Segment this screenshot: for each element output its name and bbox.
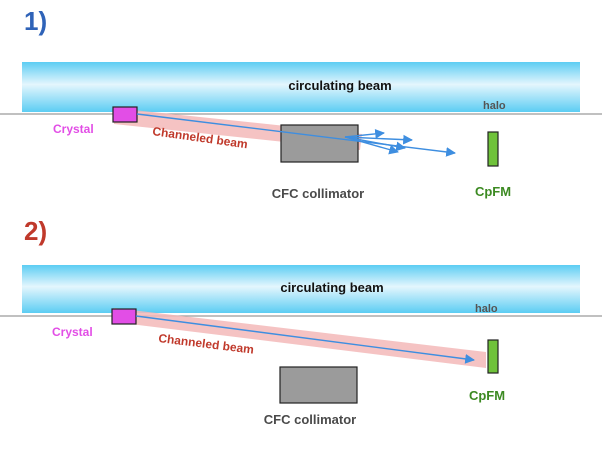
panel-1: 1) circulating beam halo Crystal Channel… (0, 6, 602, 201)
circulating-beam-band (22, 265, 580, 313)
cpfm-label: CpFM (475, 184, 511, 199)
cfc-collimator-label: CFC collimator (264, 412, 356, 427)
crystal-label: Crystal (53, 122, 94, 136)
halo-label: halo (483, 100, 506, 112)
panel-2: 2) circulating beam halo Crystal Channel… (0, 216, 602, 427)
circulating-beam-label: circulating beam (288, 78, 391, 93)
circulating-beam-label: circulating beam (280, 280, 383, 295)
deflected-trajectories (136, 113, 456, 157)
crystal-block (111, 308, 137, 325)
cfc-collimator-label: CFC collimator (272, 186, 364, 201)
scattered-arrow (344, 129, 385, 139)
cfc-collimator-block (279, 366, 358, 404)
scattered-arrow (344, 136, 399, 155)
crystal-label: Crystal (52, 325, 93, 339)
cpfm-detector (487, 131, 499, 167)
halo-label: halo (475, 303, 498, 315)
cpfm-detector (487, 339, 499, 374)
scattered-arrow (344, 134, 413, 145)
panel-number: 2) (24, 216, 47, 246)
crystal-block (112, 106, 138, 123)
circulating-beam-band (22, 62, 580, 112)
channeled-trajectory-arrow (135, 315, 475, 364)
cfc-collimator-block (280, 124, 359, 163)
cpfm-label: CpFM (469, 388, 505, 403)
panel-number: 1) (24, 6, 47, 36)
